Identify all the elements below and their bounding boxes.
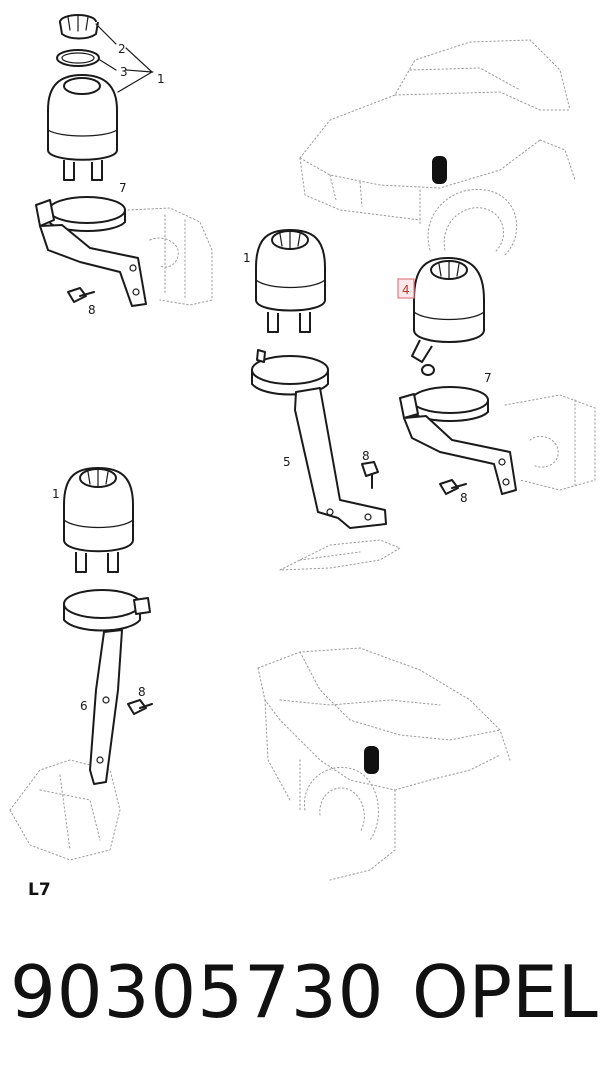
bolt-a[interactable] <box>67 287 95 303</box>
reservoir-1-b[interactable] <box>255 229 326 333</box>
leader-cap <box>95 23 117 45</box>
reservoir-1-c[interactable] <box>63 467 134 573</box>
callout-1-top: 1 <box>157 72 165 86</box>
bracket-c[interactable] <box>403 415 517 495</box>
bolt-d[interactable] <box>127 699 153 715</box>
callout-8-b: 8 <box>362 449 370 463</box>
body-fragment-top-left <box>127 207 213 306</box>
bracket-a[interactable] <box>39 224 147 307</box>
clamp-7[interactable] <box>35 196 126 232</box>
bracket-5[interactable] <box>294 387 387 529</box>
reservoir-cap[interactable] <box>59 14 99 40</box>
callout-8-c: 8 <box>460 491 468 505</box>
clamp-5[interactable] <box>251 349 329 396</box>
leader-group-1 <box>117 47 154 93</box>
body-fragment-bottom-left <box>9 759 121 861</box>
reservoir-location-marker-bottom <box>364 746 379 774</box>
callout-1-c: 1 <box>52 487 60 501</box>
callout-2: 2 <box>118 42 126 56</box>
callout-8-d: 8 <box>138 685 146 699</box>
body-fragment-middle <box>279 539 402 571</box>
body-fragment-right <box>504 394 596 491</box>
reservoir-4[interactable] <box>411 257 485 376</box>
vehicle-outline-top <box>299 39 576 256</box>
highlight-box-4 <box>397 278 415 299</box>
callout-6: 6 <box>80 699 88 713</box>
leader-seal <box>99 59 117 71</box>
bolt-c[interactable] <box>439 479 467 495</box>
reservoir-location-marker-top <box>432 156 447 184</box>
callout-5: 5 <box>283 455 291 469</box>
callout-7-c: 7 <box>484 371 492 385</box>
part-number: 90305730 <box>10 950 385 1034</box>
reservoir-seal[interactable] <box>56 49 100 67</box>
callout-3: 3 <box>120 65 128 79</box>
callout-8-a: 8 <box>88 303 96 317</box>
clamp-6[interactable] <box>63 589 151 632</box>
brand-name: OPEL <box>412 950 598 1034</box>
callout-1-b: 1 <box>243 251 251 265</box>
reservoir-1[interactable] <box>47 74 118 181</box>
vehicle-outline-bottom <box>257 647 511 881</box>
bracket-6[interactable] <box>89 629 123 785</box>
clamp-7-b[interactable] <box>399 386 489 422</box>
bolt-b[interactable] <box>361 461 379 489</box>
callout-7-a: 7 <box>119 181 127 195</box>
model-code: L7 <box>28 880 51 900</box>
callout-4[interactable]: 4 <box>402 283 410 297</box>
